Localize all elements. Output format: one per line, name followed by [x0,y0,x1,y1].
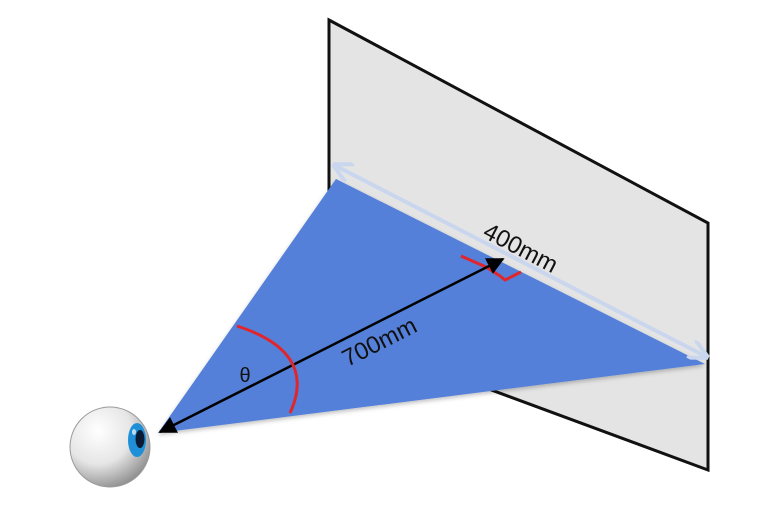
eye-icon [69,406,151,488]
angle-label: θ [239,365,250,387]
distance-arrow [158,257,505,434]
angle-arc [236,324,299,414]
width-dimension-arrow [336,166,705,356]
